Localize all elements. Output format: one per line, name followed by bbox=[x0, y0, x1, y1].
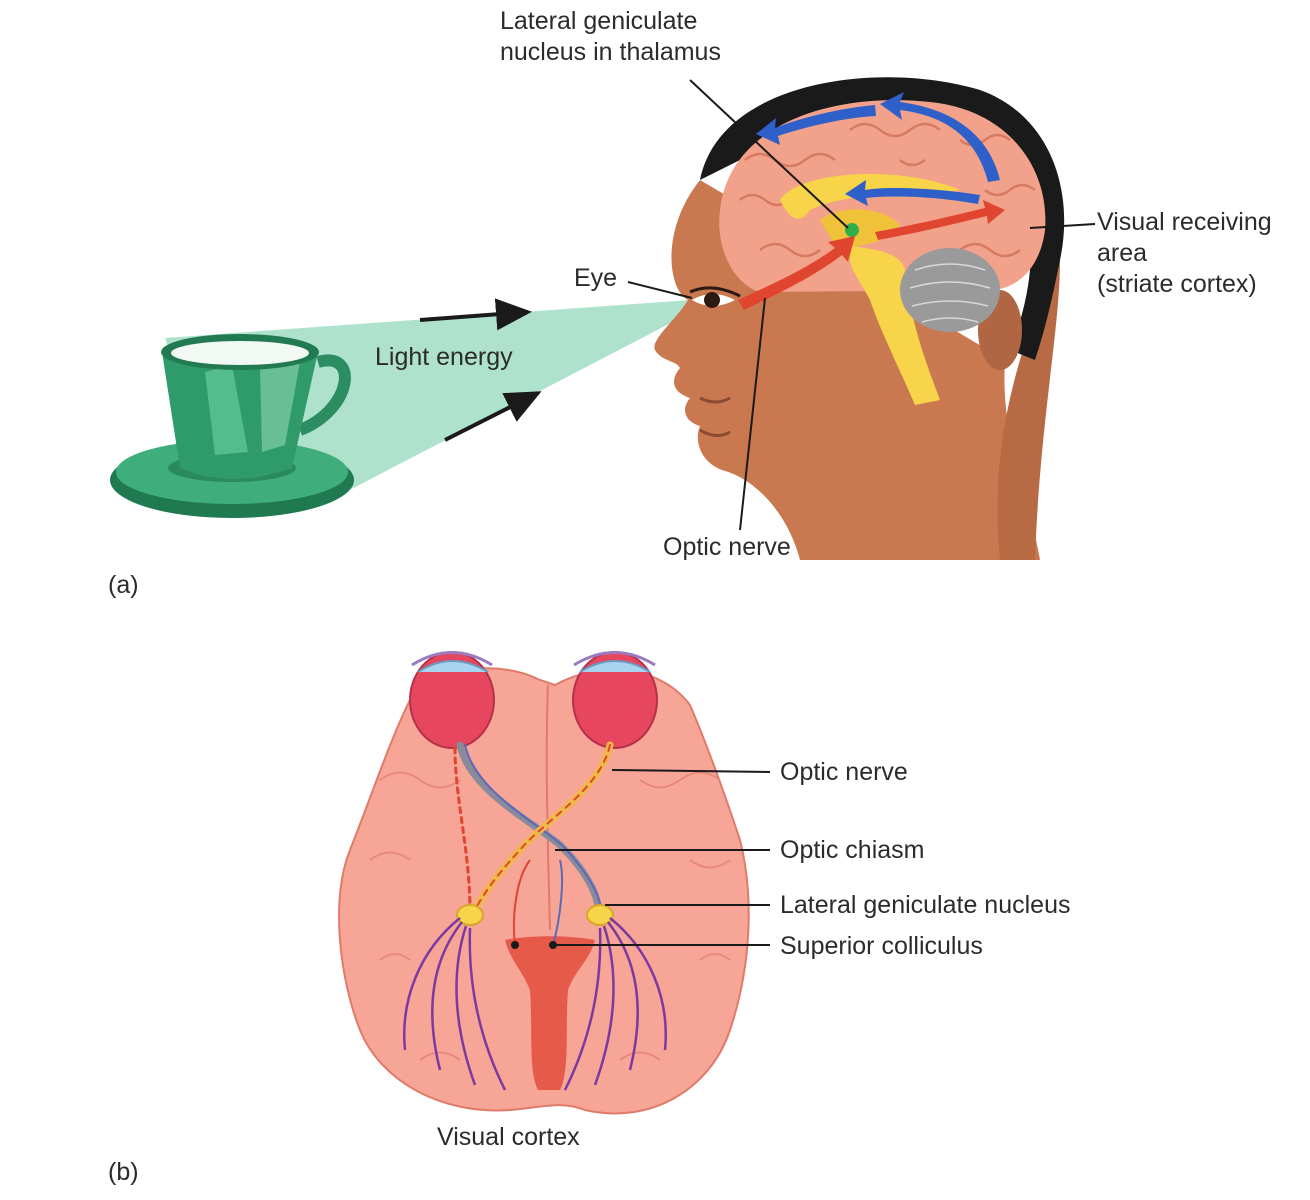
blue-pathway-arrows bbox=[756, 92, 1000, 206]
label-visual-area-line2: area bbox=[1097, 239, 1148, 267]
light-arrow-upper bbox=[419, 298, 532, 331]
lgn-left bbox=[456, 904, 484, 926]
label-optic-chiasm: Optic chiasm bbox=[780, 836, 925, 864]
panel-a-leader-lines bbox=[627, 79, 1096, 531]
label-optic-nerve-a: Optic nerve bbox=[663, 533, 791, 561]
brain-ventral-outline bbox=[338, 667, 750, 1115]
light-arrow-lower bbox=[444, 391, 542, 442]
label-superior-colliculus: Superior colliculus bbox=[780, 932, 983, 960]
label-light-energy: Light energy bbox=[375, 343, 513, 371]
label-lgn-thalamus-line2: nucleus in thalamus bbox=[500, 38, 721, 66]
red-pathway-arrows bbox=[738, 200, 1005, 310]
superior-colliculus-left bbox=[511, 941, 519, 949]
optic-pathways bbox=[453, 741, 614, 919]
left-eyeball-icon bbox=[409, 651, 495, 749]
label-visual-receiving-area: Visual receiving area (striate cortex) bbox=[1097, 207, 1272, 300]
label-lgn-thalamus-line1: Lateral geniculate bbox=[500, 7, 698, 35]
panel-b-leader-lines bbox=[555, 769, 771, 946]
caption-panel-a: (a) bbox=[108, 571, 139, 599]
brainstem bbox=[505, 936, 595, 1090]
panel-b-illustration bbox=[338, 651, 771, 1115]
label-visual-area-line3: (striate cortex) bbox=[1097, 270, 1257, 298]
label-eye: Eye bbox=[574, 264, 618, 292]
optic-radiations bbox=[403, 917, 667, 1091]
panel-a-illustration bbox=[110, 77, 1096, 560]
label-lgn: Lateral geniculate nucleus bbox=[780, 891, 1071, 919]
label-lgn-thalamus: Lateral geniculate nucleus in thalamus bbox=[500, 6, 721, 68]
label-visual-area-line1: Visual receiving bbox=[1097, 208, 1272, 236]
teacup-icon bbox=[110, 334, 354, 518]
caption-panel-b: (b) bbox=[108, 1158, 139, 1186]
lgn-right bbox=[586, 904, 614, 926]
label-optic-nerve-b: Optic nerve bbox=[780, 758, 908, 786]
right-eyeball-icon bbox=[572, 651, 658, 749]
label-visual-cortex: Visual cortex bbox=[437, 1123, 580, 1151]
superior-colliculus-right bbox=[549, 941, 557, 949]
